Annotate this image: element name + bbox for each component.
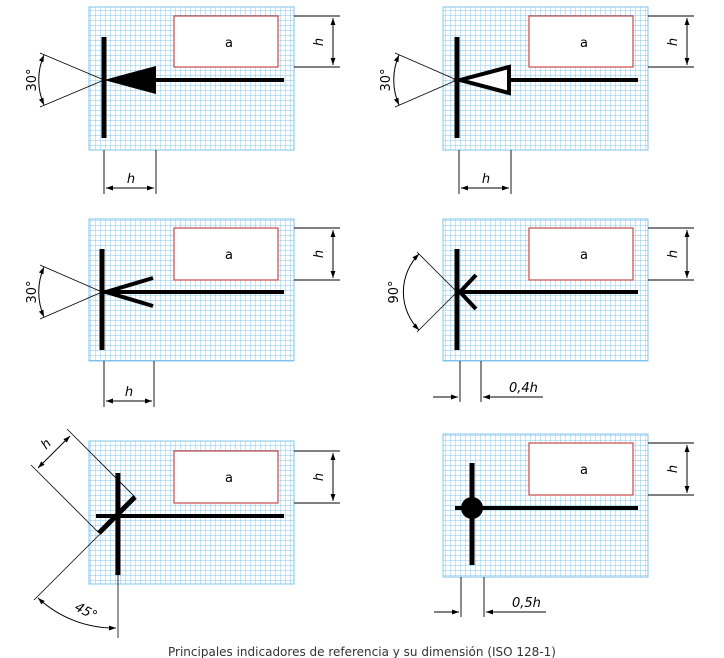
frame-label: a: [580, 463, 588, 478]
reference-frame: [528, 442, 634, 496]
reference-frame: [173, 15, 279, 68]
figure-caption: Principales indicadores de referencia y …: [168, 646, 556, 658]
side-dimension-label: h: [38, 436, 54, 452]
bottom-dimension-label: 0,5h: [512, 596, 541, 611]
right-angle-arrow-head: [457, 273, 478, 311]
height-label: h: [312, 473, 327, 481]
panel-line-arrow-90: a 90° h 0,4h: [387, 218, 694, 402]
height-label: h: [312, 38, 327, 46]
frame-label: a: [225, 36, 233, 51]
height-label: h: [666, 465, 681, 473]
panel-filled-arrow: a 30° h h: [25, 6, 340, 194]
height-label: h: [312, 250, 327, 258]
oblique-stroke-mark: [97, 495, 137, 535]
frame-label: a: [225, 248, 233, 263]
bottom-dimension-label: 0,4h: [509, 381, 538, 396]
reference-frame: [528, 15, 634, 68]
angle-label: 30°: [25, 280, 40, 303]
angle-label: 90°: [387, 280, 402, 303]
frame-label: a: [580, 248, 588, 263]
frame-label: a: [580, 36, 588, 51]
frame-label: a: [225, 471, 233, 486]
height-label: h: [666, 38, 681, 46]
angle-label: 45°: [72, 600, 99, 624]
bottom-dimension-label: h: [125, 385, 133, 400]
angle-label: 30°: [25, 68, 40, 91]
bottom-dimension-label: h: [127, 172, 135, 187]
bottom-dimension-label: h: [482, 172, 490, 187]
reference-frame: [173, 227, 279, 281]
panel-dot: a h 0,5h: [434, 433, 694, 617]
line-arrow-head: [98, 276, 154, 308]
height-label: h: [666, 250, 681, 258]
reference-frame: [528, 227, 634, 281]
filled-dot-mark: [461, 497, 483, 519]
filled-arrow-head: [104, 66, 156, 94]
panel-open-arrow: a 30° h h: [379, 6, 694, 194]
angle-label: 30°: [379, 68, 394, 91]
open-arrow-head: [452, 64, 511, 96]
reference-frame: [173, 450, 279, 504]
panel-oblique-stroke: a 45° h h: [30, 428, 340, 638]
panel-line-arrow-30: a 30° h h: [25, 218, 340, 407]
